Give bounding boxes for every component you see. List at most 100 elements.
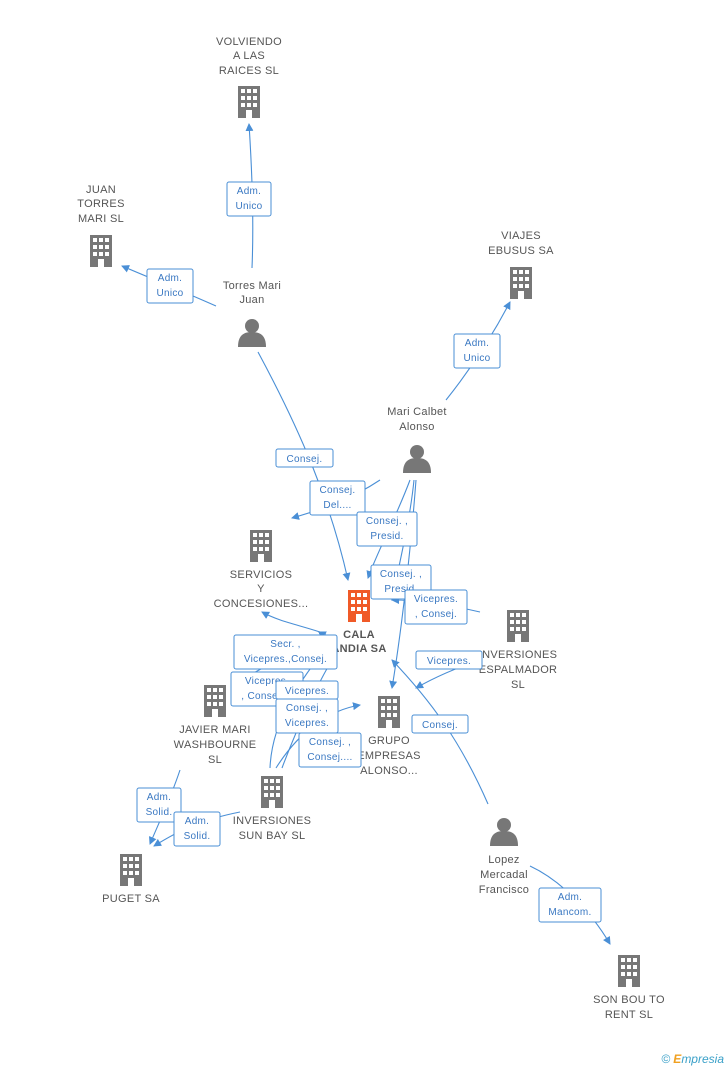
relation-label[interactable]: Consej. ,Presid. (356, 511, 418, 547)
node-label: ALONSO... (360, 765, 418, 777)
node-label: TORRES (77, 198, 124, 210)
relation-text: Adm. (147, 792, 172, 803)
relation-text: Adm. (185, 816, 210, 827)
relation-box (233, 634, 338, 670)
node-label: ESPALMADOR (479, 664, 558, 676)
relation-label[interactable]: Adm. Solid. (136, 787, 182, 823)
relation-label[interactable]: Consej. , Vicepres. (275, 698, 339, 734)
relation-text: Adm. (237, 186, 262, 197)
node-cala[interactable]: CALA ANDIA SA (331, 590, 386, 655)
relation-labels: Adm.UnicoAdm.UnicoAdm.UnicoConsej.Consej… (136, 181, 602, 923)
relation-label[interactable]: Consej.Del.... (309, 480, 366, 516)
relation-text: Unico (463, 353, 490, 364)
relation-box (404, 589, 468, 625)
relation-label[interactable]: Consej. (275, 448, 334, 468)
relation-text: , Consej.... (241, 691, 292, 702)
building-icon (510, 267, 532, 299)
relation-label[interactable]: Vicepres., Consej. (404, 589, 468, 625)
relation-label[interactable]: Consej. (411, 714, 469, 734)
node-label: Mercadal (480, 869, 528, 881)
node-label: SERVICIOS (230, 569, 292, 581)
relation-text: Consej. , (309, 737, 351, 748)
relation-label[interactable]: Vicepres. (415, 650, 483, 670)
relation-text: Solid. (146, 807, 173, 818)
relation-text: Consej. (422, 720, 458, 731)
relation-label[interactable]: Vicepres. (275, 680, 339, 700)
relation-box (298, 732, 362, 768)
node-label: Juan (239, 294, 264, 306)
building-icon (204, 685, 226, 717)
node-label: PUGET SA (102, 893, 160, 905)
node-label: EBUSUS SA (488, 245, 554, 257)
relation-box (309, 480, 366, 516)
node-label: JUAN (86, 184, 116, 196)
relation-box (356, 511, 418, 547)
building-icon (250, 530, 272, 562)
node-grupo[interactable]: GRUPOEMPRESASALONSO... (357, 696, 421, 777)
node-label: ANDIA SA (331, 643, 386, 655)
building-icon (120, 854, 142, 886)
node-label: RENT SL (605, 1009, 653, 1021)
relation-text: Mancom. (548, 907, 591, 918)
relation-text: Del.... (323, 500, 351, 511)
relation-text: Unico (235, 201, 262, 212)
node-sunbay[interactable]: INVERSIONES SUN BAY SL (233, 776, 312, 842)
node-label: Torres Mari (223, 280, 281, 292)
watermark-logo-initial: E (673, 1052, 682, 1066)
relation-label[interactable]: Adm. Unico (226, 181, 272, 217)
node-servicios[interactable]: SERVICIOS Y CONCESIONES... (214, 530, 309, 610)
node-label: Y (257, 583, 265, 595)
relation-label[interactable]: Adm.Mancom. (538, 887, 602, 923)
relation-text: Vicepres. (414, 594, 458, 605)
relation-box (415, 650, 483, 670)
node-label: CONCESIONES... (214, 598, 309, 610)
relation-label[interactable]: Consej. ,Consej.... (298, 732, 362, 768)
relation-text: Consej. , (286, 703, 328, 714)
node-label: CALA (343, 629, 375, 641)
building-icon (618, 955, 640, 987)
node-label: Francisco (479, 884, 529, 896)
node-puget[interactable]: PUGET SA (102, 854, 160, 905)
node-label: INVERSIONES (233, 815, 312, 827)
relation-box (136, 787, 182, 823)
relation-box (173, 811, 221, 847)
relation-box (226, 181, 272, 217)
relation-text: Vicepres. (285, 718, 329, 729)
relation-box (453, 333, 501, 369)
node-label: SL (208, 754, 222, 766)
relation-label[interactable]: Secr. ,Vicepres.,Consej. (233, 634, 338, 670)
relation-box (275, 448, 334, 468)
node-label: SUN BAY SL (239, 830, 306, 842)
relation-box (411, 714, 469, 734)
building-icon (238, 86, 260, 118)
node-label: Mari Calbet (387, 406, 447, 418)
relation-text: Vicepres. (285, 686, 329, 697)
relation-label[interactable]: Adm.Solid. (173, 811, 221, 847)
node-label: SL (511, 679, 525, 691)
node-label: JAVIER MARI (179, 724, 251, 736)
relation-text: Consej. (286, 454, 322, 465)
node-javier[interactable]: JAVIER MARI WASHBOURNE SL (174, 685, 257, 766)
building-icon (378, 696, 400, 728)
relation-text: Adm. (465, 338, 490, 349)
building-icon (507, 610, 529, 642)
relation-text: Vicepres.,Consej. (244, 654, 327, 665)
person-icon (238, 319, 266, 347)
node-label: WASHBOURNE (174, 739, 257, 751)
watermark-logo-text: mpresia (681, 1052, 724, 1066)
relation-label[interactable]: Adm. Unico (453, 333, 501, 369)
node-label: RAICES SL (219, 65, 279, 77)
person-icon (403, 445, 431, 473)
relation-label[interactable]: Adm.Unico (146, 268, 194, 304)
node-label: A LAS (233, 50, 265, 62)
